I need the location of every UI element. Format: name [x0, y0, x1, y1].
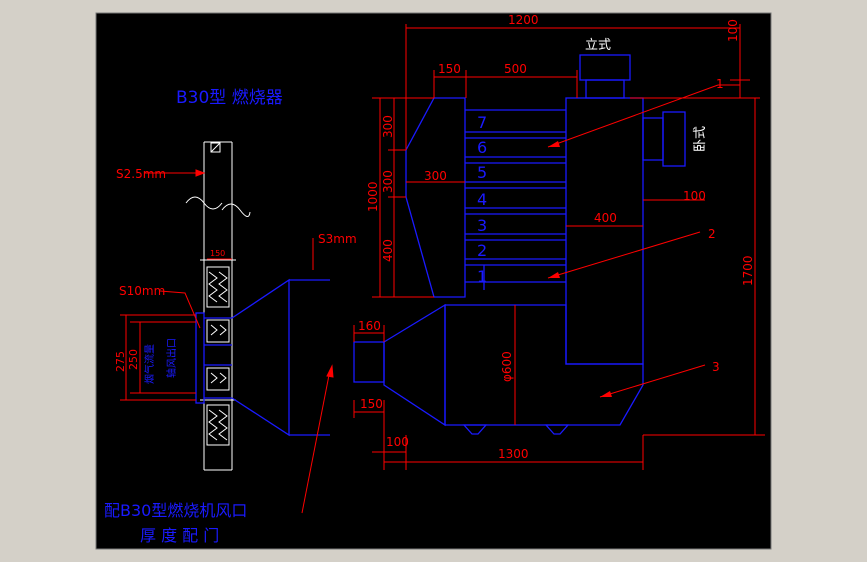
arrowheads — [548, 141, 612, 397]
dim-250: 250 — [127, 349, 140, 370]
dim-400-left: 400 — [381, 239, 395, 262]
right-dimensions — [353, 24, 765, 470]
left-view: B30型 燃烧器 — [104, 88, 357, 545]
dim-100-right: 100 — [683, 189, 706, 203]
note-s25: S2.5mm — [116, 167, 166, 181]
right-view: 7 6 5 4 3 2 1 — [353, 13, 765, 470]
dim-1300: 1300 — [498, 447, 529, 461]
left-title: B30型 燃烧器 — [176, 88, 283, 108]
tube-number: 4 — [477, 190, 487, 209]
tube-number: 7 — [477, 113, 487, 132]
dim-1200: 1200 — [508, 13, 539, 27]
callout-1: 1 — [716, 77, 724, 91]
tube-numbers: 7 6 5 4 3 2 1 — [477, 113, 487, 286]
dim-400-mid: 400 — [594, 211, 617, 225]
dim-150: 150 — [438, 62, 461, 76]
dim-100-bottom: 100 — [386, 435, 409, 449]
dim-600: φ600 — [500, 351, 514, 382]
tube-number: 3 — [477, 216, 487, 235]
label-horizontal-outlet: 卧式 — [693, 126, 708, 152]
wall-section — [185, 141, 251, 471]
dim-1000: 1000 — [366, 181, 380, 212]
caption-line2: 厚 度 配 门 — [140, 526, 219, 545]
drawing-sheet — [95, 12, 772, 550]
label-vertical-outlet: 立式 — [585, 38, 611, 53]
callout-3: 3 — [712, 360, 720, 374]
dim-300-mid: 300 — [424, 169, 447, 183]
note-s3: S3mm — [318, 232, 357, 246]
note-s10: S10mm — [119, 284, 165, 298]
dim-300a: 300 — [381, 115, 395, 138]
caption-line1: 配B30型燃烧机风口 — [104, 501, 247, 520]
dim-160: 160 — [358, 319, 381, 333]
dim-500: 500 — [504, 62, 527, 76]
tube-number: 1 — [477, 267, 487, 286]
dim-275: 275 — [114, 351, 127, 372]
dim-300b: 300 — [381, 170, 395, 193]
label-b: 轴风出口 — [165, 338, 178, 378]
left-dimensions — [120, 169, 334, 514]
door-plate — [195, 278, 330, 437]
right-dimension-texts: 1200 150 500 100 300 300 1000 400 300 10… — [358, 13, 755, 461]
tube-number: 5 — [477, 163, 487, 182]
dim-150-bottom: 150 — [360, 397, 383, 411]
label-a: 烟气流量 — [143, 344, 156, 384]
heat-exchanger-outline — [353, 54, 686, 435]
dim-100-top: 100 — [726, 19, 740, 42]
dim-150-top: 150 — [210, 249, 225, 258]
tube-number: 2 — [477, 241, 487, 260]
dim-1700: 1700 — [741, 255, 755, 286]
tube-number: 6 — [477, 138, 487, 157]
callout-2: 2 — [708, 227, 716, 241]
